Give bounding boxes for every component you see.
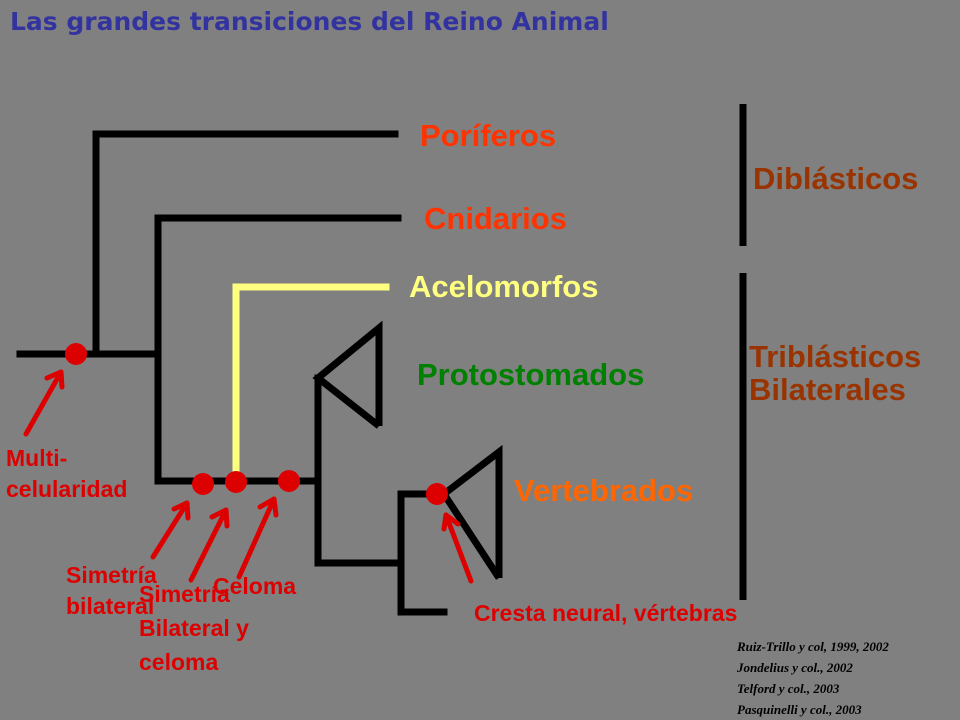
event-arrows (23, 369, 474, 584)
group-triblasticos-line2: Bilaterales (749, 372, 906, 408)
arrow-cresta-neural (441, 512, 474, 584)
event-simetria-bilateral-celoma-line1: Simetría (139, 581, 230, 607)
reference-item: Telford y col., 2003 (737, 681, 840, 696)
tree-branches (16, 130, 448, 616)
arrow-celoma (236, 496, 279, 580)
arrow-simetria-bilateral-celoma (188, 507, 230, 583)
reference-item: Ruiz-Trillo y col, 1999, 2002 (737, 639, 889, 654)
branch-bilateria-stem (154, 350, 322, 485)
clade-triangle-vertebrados (439, 444, 503, 580)
arrow-simetria-bilateral (150, 500, 191, 560)
group-triblasticos: Triblásticos Bilaterales (749, 340, 921, 407)
taxon-poriferos: Poríferos (420, 118, 557, 153)
references: Ruiz-Trillo y col, 1999, 2002 Jondelius … (737, 636, 889, 720)
branch-poriferos (92, 130, 399, 358)
event-simetria-bilateral-celoma-line2: Bilateral y (139, 614, 249, 641)
reference-item: Pasquinelli y col., 2003 (737, 702, 862, 717)
event-simetria-bilateral-line1: Simetría (66, 562, 157, 588)
taxon-acelomorfos: Acelomorfos (409, 269, 599, 304)
event-multicelularidad-line2: celularidad (6, 475, 128, 502)
marker-cresta-neural (426, 483, 448, 505)
group-diblasticos: Diblásticos (753, 161, 919, 196)
marker-simetria-bilateral (192, 473, 214, 495)
marker-simetria-bilateral-celoma (225, 471, 247, 493)
group-triblasticos-line1: Triblásticos (749, 339, 922, 374)
taxon-protostomados: Protostomados (417, 357, 645, 392)
branch-nephrozoa (314, 374, 405, 567)
branch-cnidarios (154, 214, 402, 358)
event-multicelularidad-line1: Multi- (6, 445, 68, 471)
reference-item: Jondelius y col., 2002 (737, 660, 853, 675)
marker-multicelularidad (65, 343, 87, 365)
event-markers (65, 343, 448, 505)
page-title: Las grandes transiciones del Reino Anima… (10, 7, 609, 36)
taxon-cnidarios: Cnidarios (424, 201, 567, 236)
arrow-multicelularidad (23, 369, 65, 437)
event-multicelularidad: Multi- celularidad (6, 446, 127, 502)
event-simetria-bilateral-celoma-line3: celoma (139, 648, 219, 675)
marker-celoma (278, 470, 300, 492)
branch-deuterostomes (397, 490, 448, 616)
taxon-vertebrados: Vertebrados (514, 473, 694, 508)
event-simetria-bilateral-celoma: Simetría Bilateral y celoma (139, 582, 249, 674)
event-cresta-neural: Cresta neural, vértebras (474, 600, 738, 626)
branch-acelomorfos (232, 283, 390, 485)
event-celoma: Celoma (213, 573, 297, 599)
clade-triangle-protostomados (312, 320, 383, 429)
event-simetria-bilateral: Simetría bilateral (66, 563, 157, 619)
event-simetria-bilateral-line2: bilateral (66, 592, 155, 619)
